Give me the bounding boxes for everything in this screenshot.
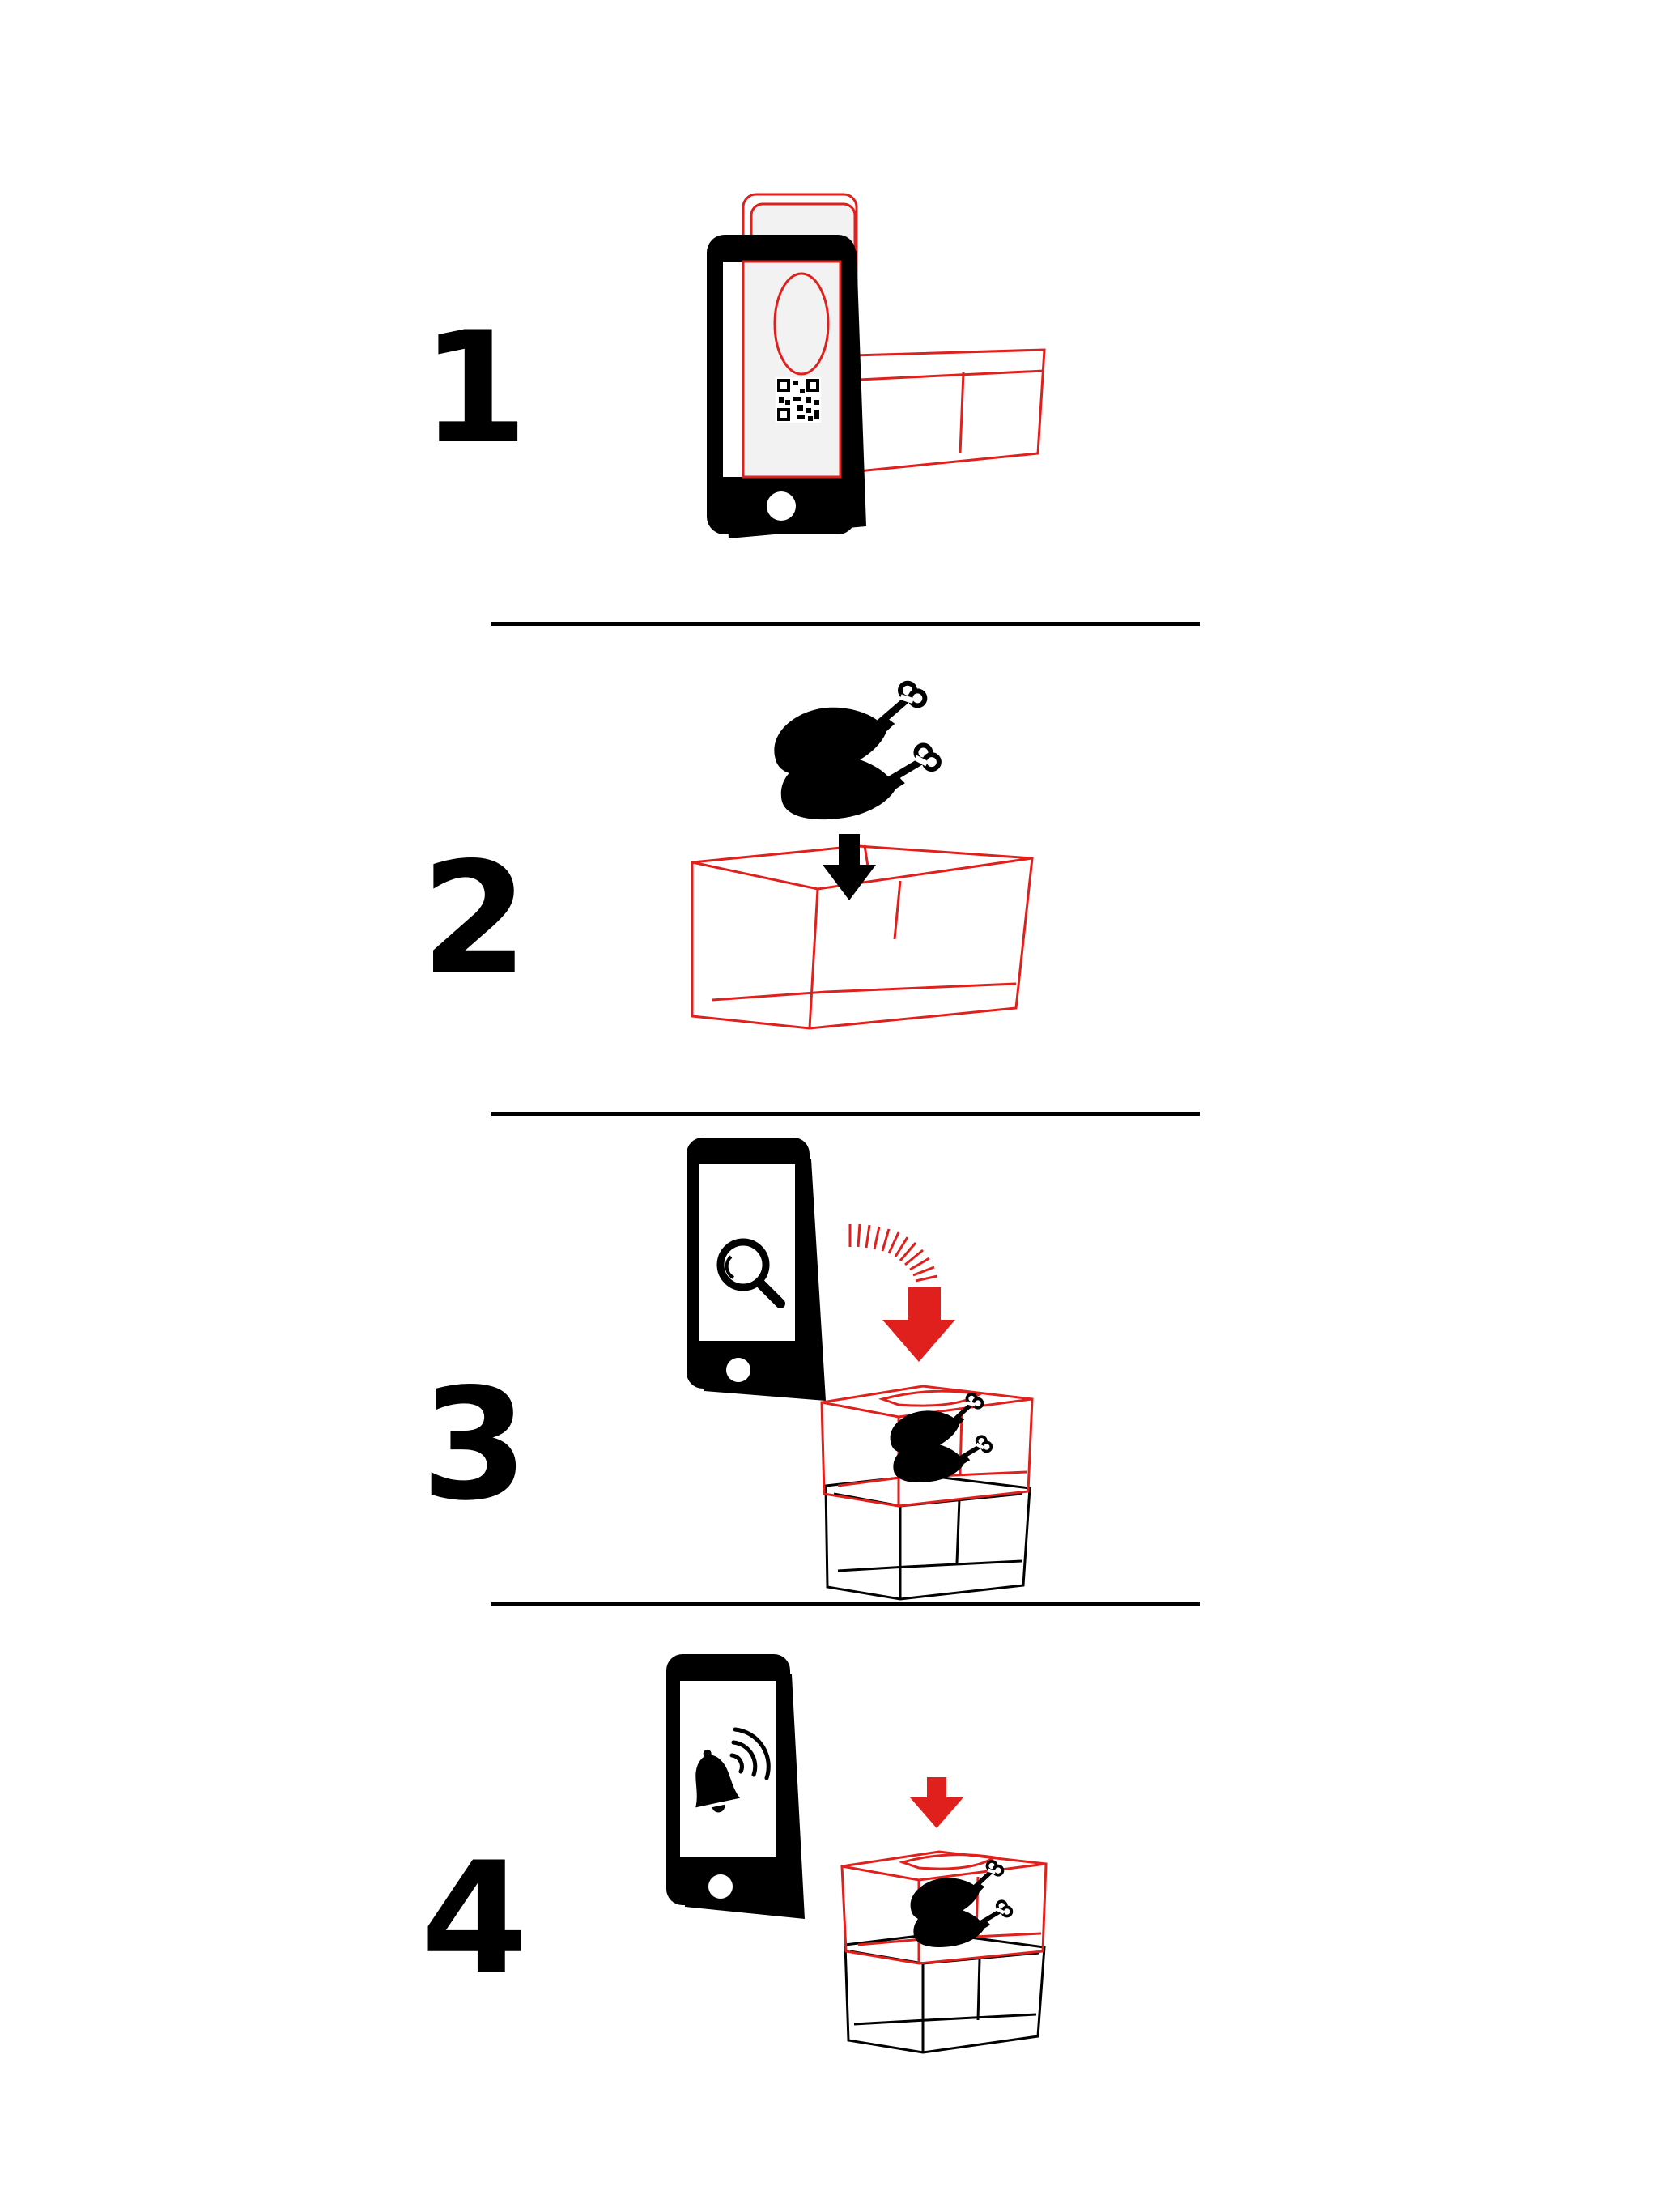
down-arrow-icon — [910, 1777, 963, 1828]
container-icon — [844, 1932, 1046, 2054]
step-number-4: 4 — [421, 1829, 529, 2008]
step-1-illustration — [707, 193, 1046, 538]
step-2-illustration — [691, 680, 1034, 1030]
divider-1 — [491, 622, 1200, 626]
phone-icon — [687, 1138, 826, 1401]
magnifier-icon — [716, 1238, 785, 1308]
down-arrow-icon — [823, 834, 876, 900]
step-3-illustration — [687, 1138, 1034, 1601]
step-number-3: 3 — [421, 1355, 529, 1534]
chicken-drumstick-icon — [766, 680, 941, 821]
curved-arrow-icon — [848, 1223, 955, 1362]
divider-2 — [491, 1112, 1200, 1116]
step-number-1: 1 — [421, 299, 529, 478]
divider-3 — [491, 1602, 1200, 1606]
qr-code-icon — [776, 377, 821, 423]
step-4-illustration — [666, 1654, 1048, 2054]
step-number-2: 2 — [421, 829, 529, 1008]
signal-waves-icon — [729, 1727, 771, 1780]
phone-icon — [666, 1654, 805, 1919]
